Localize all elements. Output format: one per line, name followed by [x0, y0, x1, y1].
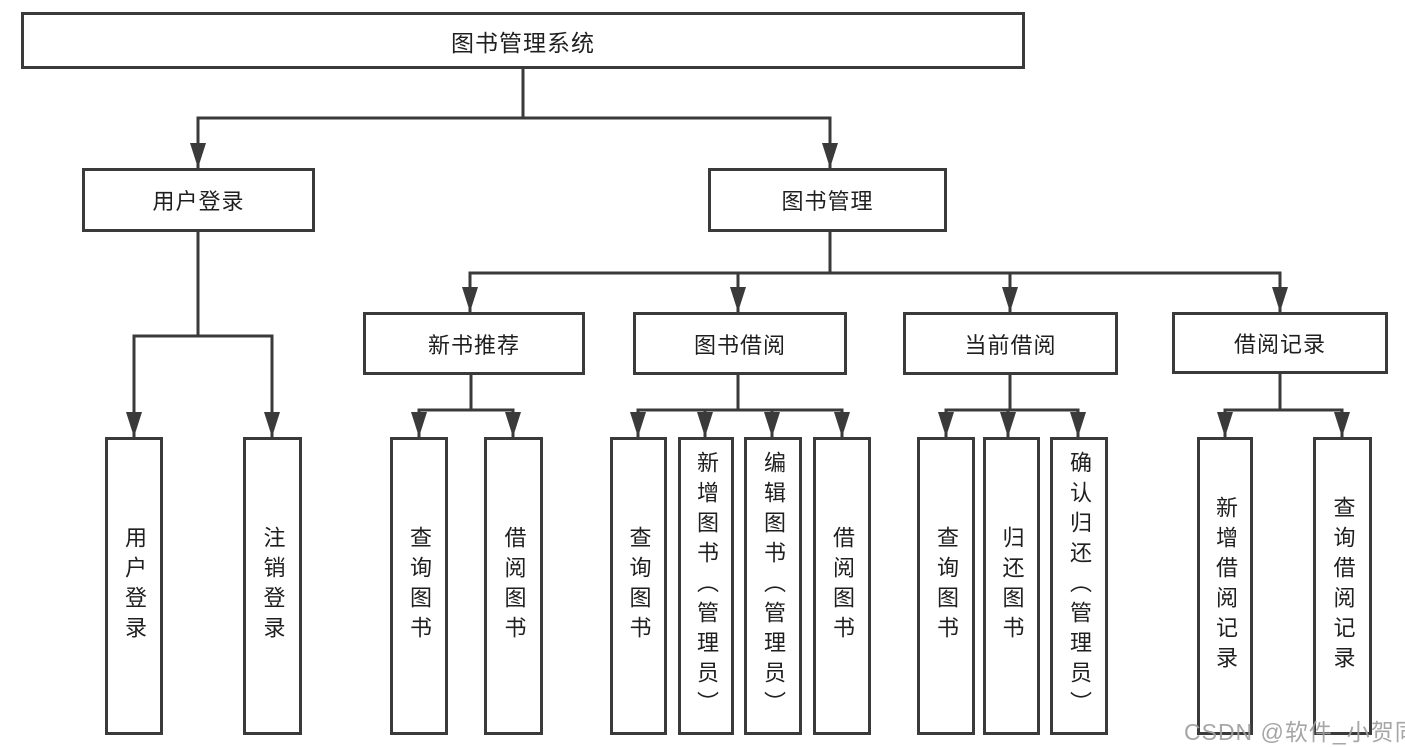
- connector-root: [196, 69, 832, 168]
- node-new-book-recommend: 新书推荐: [363, 312, 585, 375]
- leaf-label: 编辑图书（管理员）: [761, 451, 786, 721]
- leaf-logout: 注销登录: [243, 437, 302, 735]
- leaf-borrow-books: 借阅图书: [813, 437, 871, 735]
- leaf-label: 新增图书（管理员）: [694, 451, 719, 721]
- leaf-label: 查询图书: [626, 526, 652, 646]
- leaf-label: 查询借阅记录: [1330, 496, 1356, 676]
- connector-user-login: [132, 232, 274, 437]
- connector-new-book-recommend: [417, 375, 515, 437]
- leaf-label: 借阅图书: [501, 526, 527, 646]
- leaf-label: 新增借阅记录: [1213, 496, 1238, 676]
- node-root: 图书管理系统: [21, 12, 1025, 69]
- leaf-borrow-books-recommend: 借阅图书: [484, 437, 543, 735]
- leaf-confirm-return-admin: 确认归还（管理员）: [1050, 437, 1108, 735]
- connector-book-borrow: [636, 375, 844, 437]
- leaf-label: 借阅图书: [830, 526, 855, 646]
- leaf-label: 查询图书: [934, 526, 959, 646]
- csdn-watermark: CSDN @软件_小贺同学: [1184, 719, 1405, 745]
- node-book-management: 图书管理: [708, 168, 947, 232]
- leaf-label: 确认归还（管理员）: [1067, 451, 1092, 721]
- connector-current-borrow: [944, 375, 1080, 437]
- node-current-borrow: 当前借阅: [903, 312, 1118, 375]
- leaf-label: 用户登录: [122, 526, 147, 646]
- connector-book-management: [468, 232, 1282, 312]
- leaf-query-borrow-record: 查询借阅记录: [1313, 437, 1372, 735]
- node-book-borrow: 图书借阅: [633, 312, 847, 375]
- leaf-label: 注销登录: [260, 526, 286, 646]
- node-user-login: 用户登录: [82, 168, 315, 232]
- leaf-user-login: 用户登录: [105, 437, 163, 735]
- leaf-label: 归还图书: [999, 526, 1025, 646]
- leaf-edit-books-admin: 编辑图书（管理员）: [744, 437, 802, 735]
- leaf-query-books-recommend: 查询图书: [390, 437, 448, 735]
- leaf-add-books-admin: 新增图书（管理员）: [678, 437, 734, 735]
- connector-borrow-records: [1223, 373, 1344, 437]
- leaf-label: 查询图书: [407, 526, 432, 646]
- leaf-return-books: 归还图书: [983, 437, 1040, 735]
- leaf-query-books-current: 查询图书: [917, 437, 975, 735]
- leaf-add-borrow-record: 新增借阅记录: [1197, 437, 1253, 735]
- leaf-query-books-borrow: 查询图书: [610, 437, 667, 735]
- node-borrow-records: 借阅记录: [1172, 312, 1388, 374]
